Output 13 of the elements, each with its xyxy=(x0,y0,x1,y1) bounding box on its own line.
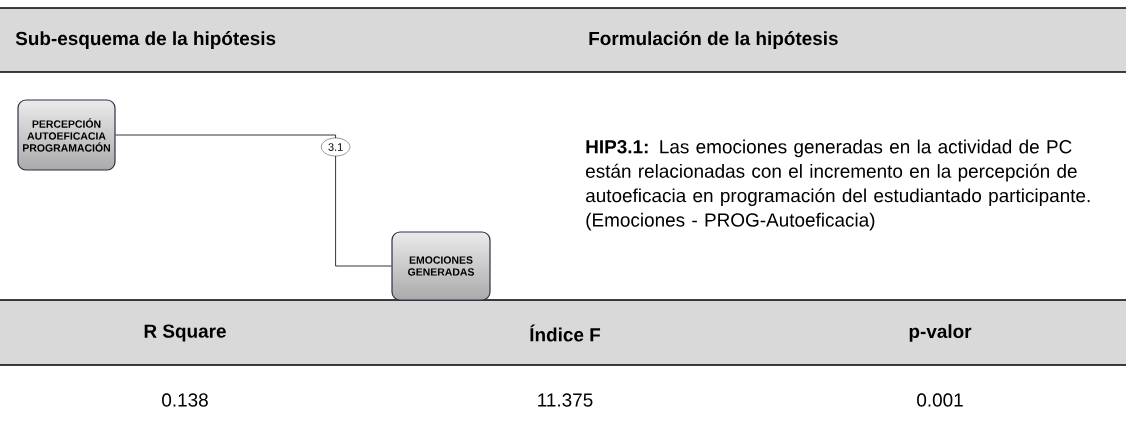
column-header: Formulación de la hipótesis xyxy=(589,31,838,49)
hypothesis-text: HIP3.1: Las emociones generadas en la actividad de PC están relacionadas con el incremento en la percepción de autoeficacia en programación del estudiantado participante. (Emociones - PROG-Autoeficacia) xyxy=(586,139,1090,231)
connector xyxy=(115,134,392,267)
process-box: PERCEPCIÓN AUTOEFICACIA PROGRAMACIÓN xyxy=(17,99,116,171)
column-header: Sub-esquema de la hipótesis xyxy=(15,31,276,49)
column-header: p-valor xyxy=(909,324,972,342)
column-header: Índice F xyxy=(530,324,601,342)
table-cell: 0.138 xyxy=(162,393,208,407)
process-box: EMOCIONES GENERADAS xyxy=(391,231,491,301)
table-cell: 0.001 xyxy=(917,393,963,407)
edge-label: 3.1 xyxy=(321,137,351,157)
table-cell: 11.375 xyxy=(538,393,593,407)
column-header: R Square xyxy=(144,324,226,342)
